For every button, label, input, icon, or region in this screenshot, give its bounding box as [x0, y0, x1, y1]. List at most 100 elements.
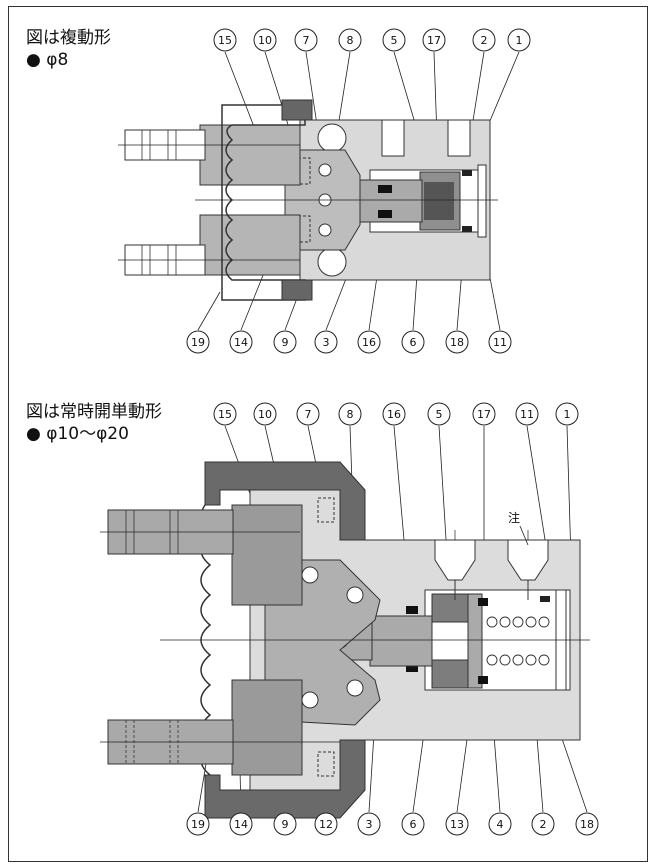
- diagram2-o-ring: [540, 596, 550, 602]
- diagram1-top-callout-7: 7: [294, 28, 318, 52]
- diagram1-o-ring-2: [462, 226, 472, 232]
- diagram2-piston-head: [467, 593, 483, 689]
- svg-text:19: 19: [191, 336, 205, 349]
- diagram2-bottom-callout-4: 4: [488, 812, 512, 836]
- diagram2-bottom-callout-2: 2: [531, 812, 555, 836]
- svg-text:4: 4: [497, 818, 504, 831]
- diagram2-title: 図は常時開単動形: [26, 402, 162, 422]
- diagram1-bottom-callout-6: 6: [401, 330, 425, 354]
- svg-text:5: 5: [436, 408, 443, 421]
- svg-text:17: 17: [427, 34, 441, 47]
- diagram1-top-callout-1: 1: [507, 28, 531, 52]
- diagram2-spring: [486, 616, 550, 666]
- diagram2-top-callout-5: 5: [427, 402, 451, 426]
- diagram1-top-callout-2: 2: [472, 28, 496, 52]
- svg-text:8: 8: [347, 408, 354, 421]
- svg-text:2: 2: [540, 818, 547, 831]
- diagram2-top-callout-17: 17: [472, 402, 496, 426]
- diagram1-port-a: [381, 119, 405, 157]
- diagram2-bottom-callout-14: 14: [229, 812, 253, 836]
- svg-text:1: 1: [516, 34, 523, 47]
- svg-text:17: 17: [477, 408, 491, 421]
- svg-text:8: 8: [347, 34, 354, 47]
- diagram2-seal-2: [478, 676, 488, 684]
- diagram1-top-callout-8: 8: [338, 28, 362, 52]
- diagram1-top-callout-10: 10: [253, 28, 277, 52]
- diagram2-seal-4: [406, 664, 418, 672]
- diagram2-top-callout-15: 15: [213, 402, 237, 426]
- svg-text:16: 16: [362, 336, 376, 349]
- svg-text:9: 9: [282, 336, 289, 349]
- svg-text:5: 5: [391, 34, 398, 47]
- diagram2-pin-2: [346, 586, 364, 604]
- svg-text:2: 2: [481, 34, 488, 47]
- svg-text:6: 6: [410, 818, 417, 831]
- diagram1-seal: [378, 185, 392, 193]
- diagram1-piston-hatch: [424, 182, 454, 220]
- svg-text:9: 9: [282, 818, 289, 831]
- diagram2-top-callout-1: 1: [555, 402, 579, 426]
- diagram1-pin-1: [318, 163, 332, 177]
- diagram2-jaw-lower: [231, 679, 303, 776]
- diagram1-bottom-callout-11: 11: [488, 330, 512, 354]
- diagram2-top-callout-11: 11: [515, 402, 539, 426]
- diagram1-top-callout-17: 17: [422, 28, 446, 52]
- diagram2-bottom-callout-9: 9: [273, 812, 297, 836]
- diagram1-centerlines: [118, 144, 498, 261]
- diagram1-pin-3: [318, 223, 332, 237]
- svg-text:10: 10: [258, 34, 272, 47]
- diagram2-port-a: [434, 539, 476, 581]
- diagram2-rod: [369, 615, 433, 667]
- diagram2-dash-box-1: [317, 497, 335, 523]
- svg-text:18: 18: [580, 818, 594, 831]
- diagram2-bottom-callout-19: 19: [186, 812, 210, 836]
- svg-text:13: 13: [450, 818, 464, 831]
- svg-text:6: 6: [410, 336, 417, 349]
- diagram1-bottom-callout-14: 14: [229, 330, 253, 354]
- diagram1-cover-bottom: [281, 279, 313, 301]
- diagram2-bottom-callout-6: 6: [401, 812, 425, 836]
- diagram2-top-callout-8: 8: [338, 402, 362, 426]
- diagram2-cover-top: [204, 461, 366, 541]
- diagram1-port-b: [447, 119, 471, 157]
- svg-text:11: 11: [520, 408, 534, 421]
- diagram2-bottom-callout-13: 13: [445, 812, 469, 836]
- svg-text:7: 7: [305, 408, 312, 421]
- svg-text:3: 3: [366, 818, 373, 831]
- diagram1-bottom-callout-3: 3: [314, 330, 338, 354]
- diagram2-bottom-callout-12: 12: [314, 812, 338, 836]
- diagram1-jaw-upper: [199, 124, 301, 186]
- diagram2-centerlines: [100, 530, 590, 743]
- diagram1-top-callout-15: 15: [213, 28, 237, 52]
- diagram2-bottom-callout-3: 3: [357, 812, 381, 836]
- svg-text:12: 12: [319, 818, 333, 831]
- diagram2-bottom-callout-18: 18: [575, 812, 599, 836]
- svg-text:15: 15: [218, 34, 232, 47]
- diagram1-subtitle: ● φ8: [26, 50, 69, 70]
- diagram2-note-leader: [519, 525, 529, 546]
- svg-text:11: 11: [493, 336, 507, 349]
- diagram2-top-callout-16: 16: [382, 402, 406, 426]
- diagram1-seal-2: [378, 210, 392, 218]
- diagram1-top-callout-5: 5: [382, 28, 406, 52]
- diagram2-dash-box-2: [317, 751, 335, 777]
- diagram1-o-ring: [462, 170, 472, 176]
- diagram1-title: 図は複動形: [26, 28, 111, 48]
- diagram2-cover-bottom: [204, 739, 366, 819]
- diagram1-bottom-callout-19: 19: [186, 330, 210, 354]
- diagram2-seal-3: [406, 606, 418, 614]
- diagram2-jaw-upper: [231, 504, 303, 606]
- diagram2-note-label: 注: [508, 510, 520, 525]
- svg-text:14: 14: [234, 818, 248, 831]
- svg-text:19: 19: [191, 818, 205, 831]
- diagram1-bottom-callout-18: 18: [445, 330, 469, 354]
- svg-text:18: 18: [450, 336, 464, 349]
- diagram1-bottom-callout-16: 16: [357, 330, 381, 354]
- svg-text:14: 14: [234, 336, 248, 349]
- diagram1-cover-top: [281, 99, 313, 121]
- svg-text:15: 15: [218, 408, 232, 421]
- diagram1-end-cover: [477, 164, 487, 238]
